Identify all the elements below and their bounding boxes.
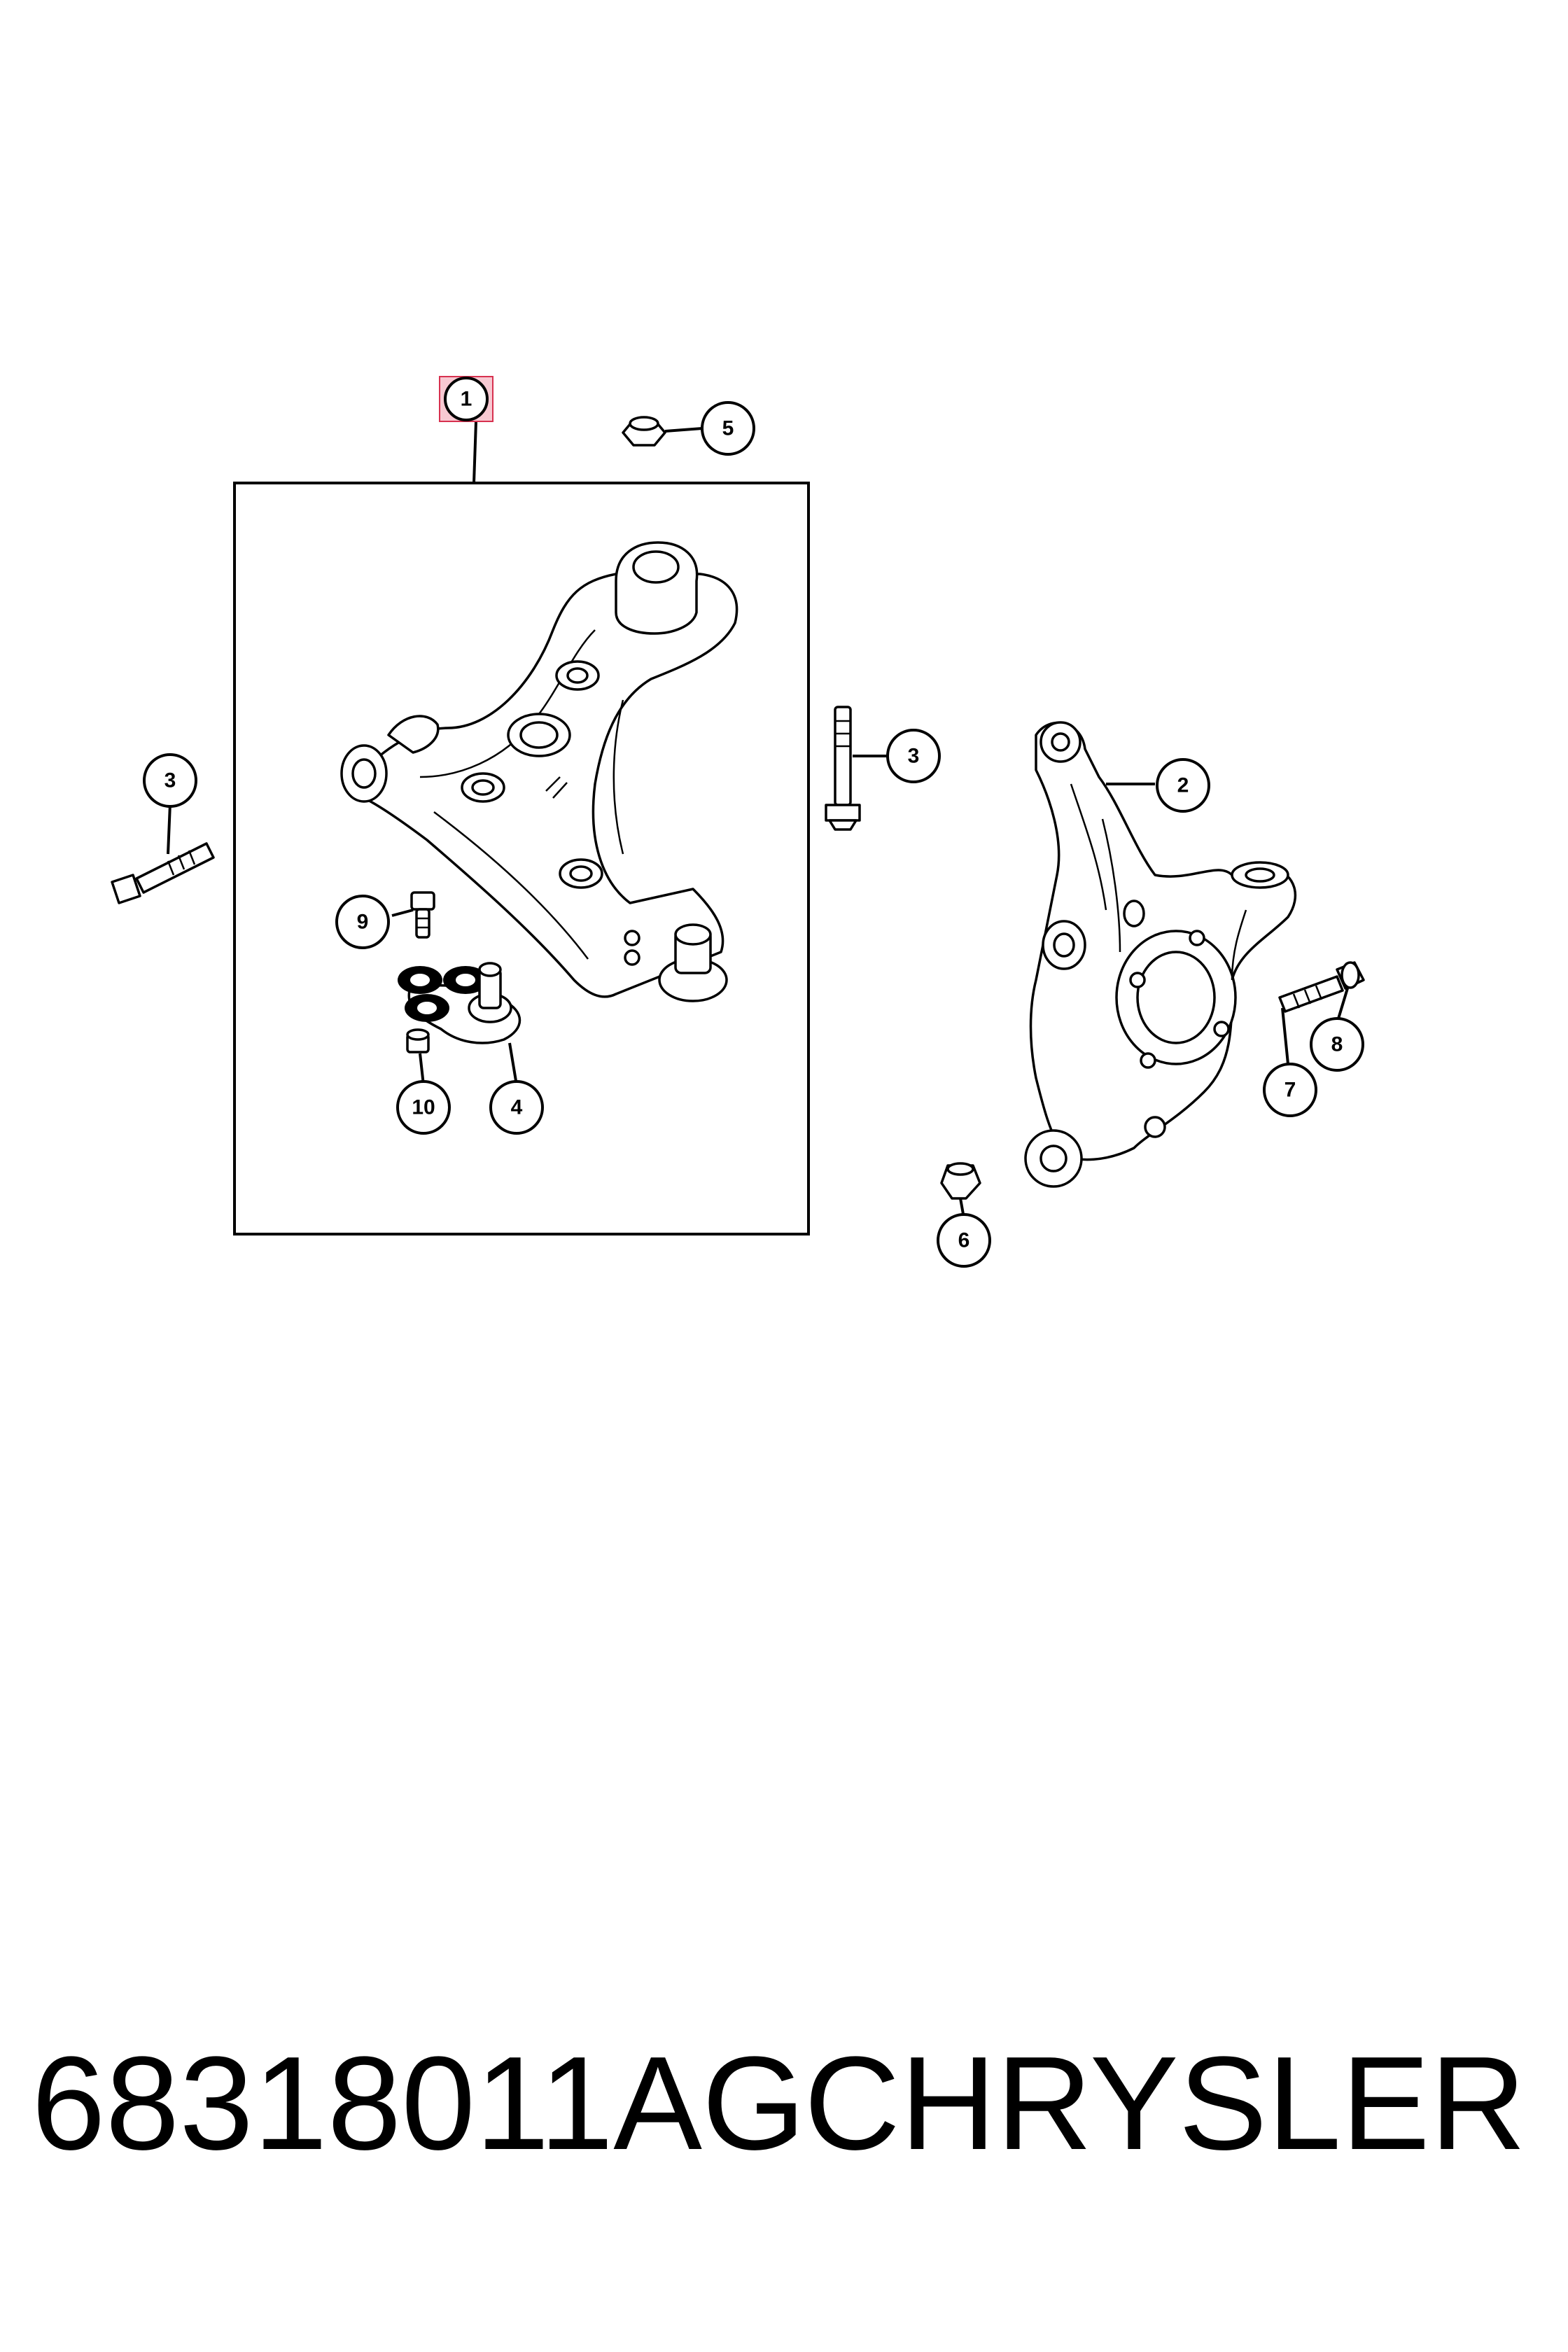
part-number-caption: 68318011AG	[31, 2029, 806, 2178]
bolt-7	[1278, 975, 1344, 1013]
callout-2-label: 2	[1177, 774, 1189, 797]
leader-line-5	[664, 427, 703, 433]
callout-7-label: 7	[1284, 1079, 1296, 1102]
brand-caption: CHRYSLER	[804, 2029, 1526, 2178]
callout-6[interactable]: 6	[937, 1213, 991, 1268]
callout-9[interactable]: 9	[335, 895, 390, 949]
leader-line-1	[472, 421, 477, 484]
callout-6-label: 6	[958, 1229, 970, 1252]
steering-knuckle	[1024, 721, 1296, 1188]
assembly-box	[233, 482, 810, 1236]
leader-line-9	[391, 909, 414, 917]
callout-3a[interactable]: 3	[143, 753, 197, 808]
callout-3b[interactable]: 3	[886, 729, 941, 783]
callout-1-label: 1	[461, 388, 472, 411]
callout-8-label: 8	[1331, 1033, 1343, 1056]
nut-10	[406, 1028, 430, 1054]
leader-line-3a	[167, 803, 172, 855]
nut-6	[940, 1162, 981, 1200]
bolt-3-left	[111, 842, 215, 904]
callout-10[interactable]: 10	[396, 1080, 451, 1135]
control-arm	[340, 541, 738, 1002]
bolt-9	[410, 891, 435, 939]
callout-4[interactable]: 4	[489, 1080, 544, 1135]
callout-2[interactable]: 2	[1156, 758, 1210, 813]
nut-8	[1336, 961, 1365, 990]
bolt-3-right	[825, 706, 861, 831]
leader-line-8	[1337, 988, 1349, 1019]
leader-line-7	[1281, 1007, 1289, 1065]
callout-4-label: 4	[511, 1096, 523, 1119]
callout-5-label: 5	[722, 417, 734, 440]
callout-7[interactable]: 7	[1263, 1063, 1317, 1117]
callout-3a-label: 3	[164, 769, 176, 792]
callout-9-label: 9	[357, 911, 369, 934]
nut-5	[622, 416, 666, 447]
callout-5[interactable]: 5	[701, 401, 755, 456]
leader-line-4	[508, 1042, 518, 1086]
callout-3b-label: 3	[908, 745, 920, 768]
callout-8[interactable]: 8	[1310, 1017, 1364, 1072]
callout-10-label: 10	[412, 1096, 435, 1119]
callout-1[interactable]: 1	[439, 376, 493, 422]
leader-line-10	[419, 1053, 425, 1086]
ball-joint-kit	[398, 962, 522, 1044]
